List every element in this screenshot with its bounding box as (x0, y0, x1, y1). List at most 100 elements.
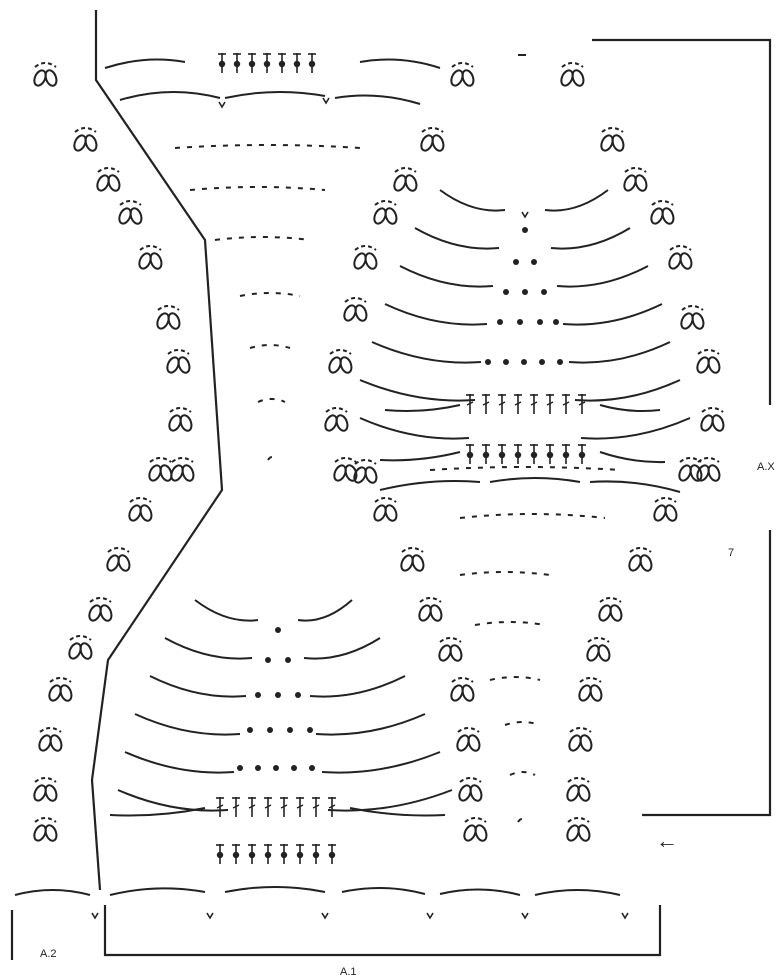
dot (522, 227, 528, 233)
dot (497, 319, 503, 325)
dot (307, 727, 313, 733)
chain-arc (460, 572, 550, 575)
loop-cluster-icon (95, 168, 121, 192)
chain-arc (563, 304, 662, 325)
v-stitch-icon (207, 913, 213, 918)
loop-cluster-icon (457, 778, 483, 802)
loop-cluster-icon (627, 548, 653, 572)
label-ax: A.X (757, 461, 775, 473)
loop-cluster-icon (72, 128, 98, 152)
dot (255, 765, 261, 771)
chain-arc (15, 890, 90, 895)
loop-cluster-icon (169, 458, 195, 482)
chain-arc (360, 380, 475, 401)
dot (531, 259, 537, 265)
dot (285, 657, 291, 663)
bobble-treble-icon (308, 53, 316, 73)
dot (537, 319, 543, 325)
dot (267, 727, 273, 733)
loop-cluster-icon (585, 638, 611, 662)
chain-arc (135, 714, 240, 735)
treble-icon (264, 797, 272, 817)
dot (247, 727, 253, 733)
dot (517, 319, 523, 325)
chain-arc (490, 478, 580, 482)
bobble-treble-icon (280, 844, 288, 864)
outline (12, 10, 770, 960)
dot (291, 765, 297, 771)
chain-arc (575, 380, 680, 401)
chain-arc (385, 304, 487, 325)
treble-icon (232, 797, 240, 817)
chain-arc (298, 600, 352, 621)
bobble-treble-icon (218, 53, 226, 73)
loop-cluster-icon (32, 818, 58, 842)
dot (503, 289, 509, 295)
loop-cluster-icon (695, 350, 721, 374)
loop-cluster-icon (392, 168, 418, 192)
v-stitch-icon (522, 913, 528, 918)
dot (521, 359, 527, 365)
chain-arc (360, 418, 469, 439)
loop-cluster-icon (599, 128, 625, 152)
dot (265, 657, 271, 663)
chain-arc (240, 293, 300, 296)
chain-arc (415, 228, 499, 249)
chain-arc (304, 638, 380, 659)
dot (503, 359, 509, 365)
chain-arc (120, 92, 220, 100)
bobble-treble-icon (248, 844, 256, 864)
bobble-treble-icon (466, 444, 474, 464)
loop-cluster-icon (165, 350, 191, 374)
loop-cluster-icon (417, 598, 443, 622)
v-stitch-icon (427, 913, 433, 918)
chain-arc (268, 457, 276, 460)
chain-arc (569, 342, 670, 363)
v-stitch-icon (92, 913, 98, 918)
dot (237, 765, 243, 771)
loop-cluster-icon (372, 201, 398, 225)
chain-arc (600, 405, 660, 411)
loop-cluster-icon (597, 598, 623, 622)
chain-arc (215, 237, 310, 240)
chain-arc (190, 187, 325, 190)
chain-arc (581, 418, 690, 439)
dot (273, 765, 279, 771)
chain-arc (380, 452, 460, 460)
loop-cluster-icon (622, 168, 648, 192)
loop-cluster-icon (455, 728, 481, 752)
chain-arc (518, 819, 526, 822)
bobble-treble-icon (264, 844, 272, 864)
chain-arc (360, 60, 440, 68)
chain-arc (475, 622, 545, 625)
dot (541, 289, 547, 295)
loop-cluster-icon (32, 63, 58, 87)
dot (287, 727, 293, 733)
chain-arc (118, 790, 228, 811)
dot (553, 319, 559, 325)
bobble-treble-icon (562, 444, 570, 464)
loop-cluster-icon (372, 498, 398, 522)
chain-arc (372, 342, 481, 363)
treble-icon (530, 394, 538, 414)
treble-icon (578, 394, 586, 414)
chain-arc (258, 399, 285, 402)
chain-arc (400, 266, 493, 287)
loop-cluster-icon (677, 458, 703, 482)
bobble-treble-icon (530, 444, 538, 464)
loop-cluster-icon (462, 818, 488, 842)
chain-arc (105, 60, 185, 68)
loop-cluster-icon (559, 63, 585, 87)
loop-cluster-icon (155, 306, 181, 330)
chain-arc (590, 481, 680, 492)
loop-cluster-icon (699, 408, 725, 432)
loop-cluster-icon (565, 818, 591, 842)
bobble-treble-icon (278, 53, 286, 73)
chain-arc (195, 600, 258, 621)
chain-arc (335, 96, 420, 104)
treble-icon (514, 394, 522, 414)
loop-cluster-icon (105, 548, 131, 572)
loop-cluster-icon (147, 458, 173, 482)
loop-cluster-icon (577, 678, 603, 702)
